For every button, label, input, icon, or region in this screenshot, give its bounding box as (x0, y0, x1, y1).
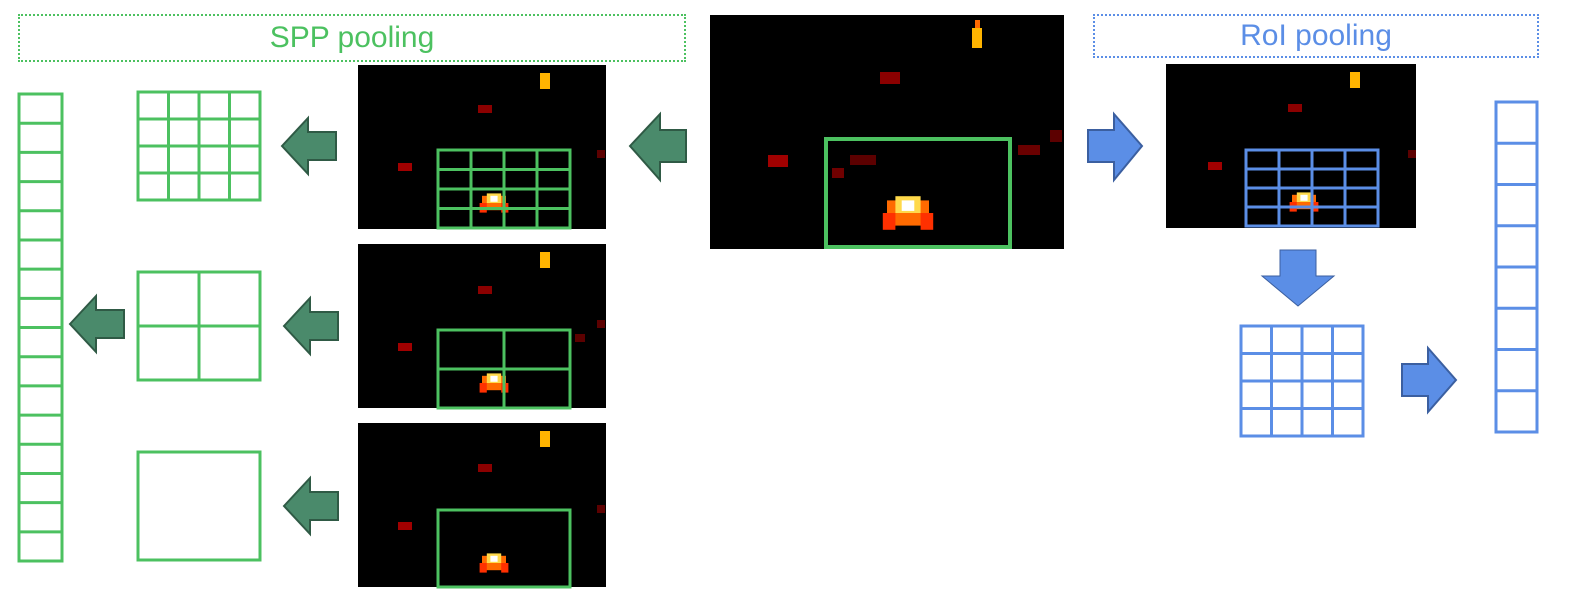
arrow-right-icon (1087, 111, 1144, 183)
center-feature-map (710, 15, 1064, 249)
roi-pooling-label: RoI pooling (1093, 14, 1539, 58)
spp-feature-map-1x1 (358, 423, 606, 589)
spp-pooled-4x4-grid (136, 90, 262, 202)
arrow-left-icon (68, 293, 125, 355)
arrow-left-icon (282, 295, 339, 357)
arrow-down-icon (1260, 249, 1336, 307)
arrow-left-icon (282, 475, 339, 537)
roi-feature-map (1166, 64, 1416, 228)
roi-output-vector (1494, 100, 1539, 434)
spp-feature-map-2x2 (358, 244, 606, 410)
arrow-left-icon (280, 115, 337, 177)
region-of-interest-box (824, 137, 1012, 249)
spp-pooled-2x2-grid (136, 270, 262, 382)
spp-output-vector (17, 92, 64, 563)
spp-feature-map-4x4 (358, 65, 606, 230)
arrow-left-icon (628, 111, 687, 183)
spp-pooling-label: SPP pooling (18, 14, 686, 62)
spp-pooled-1x1-grid (136, 450, 262, 562)
roi-pooled-4x4-grid (1239, 324, 1365, 438)
arrow-right-icon (1401, 345, 1458, 415)
